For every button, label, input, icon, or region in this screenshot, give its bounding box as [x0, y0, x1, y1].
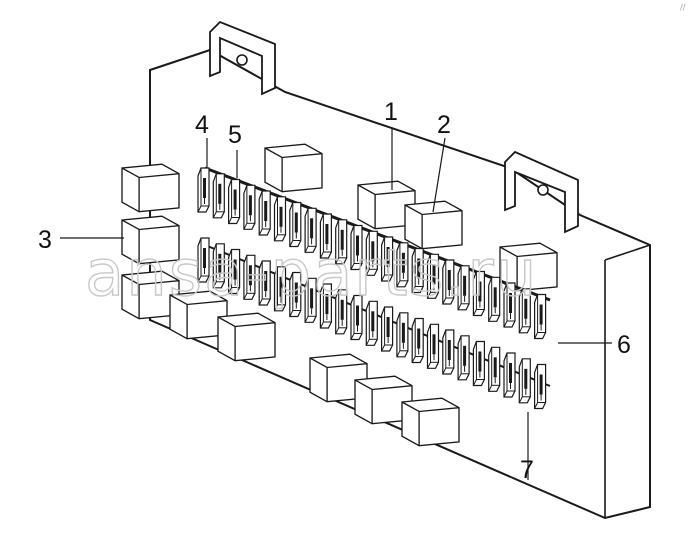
callout-5: 5	[228, 121, 242, 149]
fuse	[273, 196, 287, 242]
callout-3: 3	[38, 226, 52, 254]
fuse	[381, 306, 394, 352]
fuse	[243, 184, 256, 230]
mounting-tab-left	[209, 20, 276, 96]
mounting-tab-right	[504, 150, 579, 234]
callout-4: 4	[195, 111, 209, 139]
callout-6: 6	[617, 331, 631, 359]
callout-1: 1	[384, 98, 398, 126]
fuse	[533, 363, 547, 410]
callout-2: 2	[437, 111, 451, 139]
relay	[121, 163, 180, 213]
relay	[217, 312, 276, 362]
fuse	[442, 329, 455, 375]
watermark: ansa-parts.ru	[85, 237, 538, 311]
fuse	[457, 335, 470, 381]
callout-labels: 1 2 3 4 5 6 7	[38, 98, 631, 484]
fuse	[518, 358, 531, 404]
fuse	[258, 190, 271, 236]
fuse	[396, 312, 409, 358]
corner-mark: //	[680, 3, 686, 12]
fuse	[472, 340, 485, 387]
relay	[264, 143, 323, 193]
fuse	[411, 317, 424, 364]
fuse	[197, 167, 210, 213]
fuse	[503, 352, 516, 398]
relay	[401, 397, 460, 447]
fuse	[228, 178, 241, 225]
callout-7: 7	[520, 456, 534, 484]
fuse	[426, 323, 440, 369]
fuse	[488, 346, 501, 392]
leader-lines	[60, 128, 612, 480]
fuse	[212, 173, 225, 219]
